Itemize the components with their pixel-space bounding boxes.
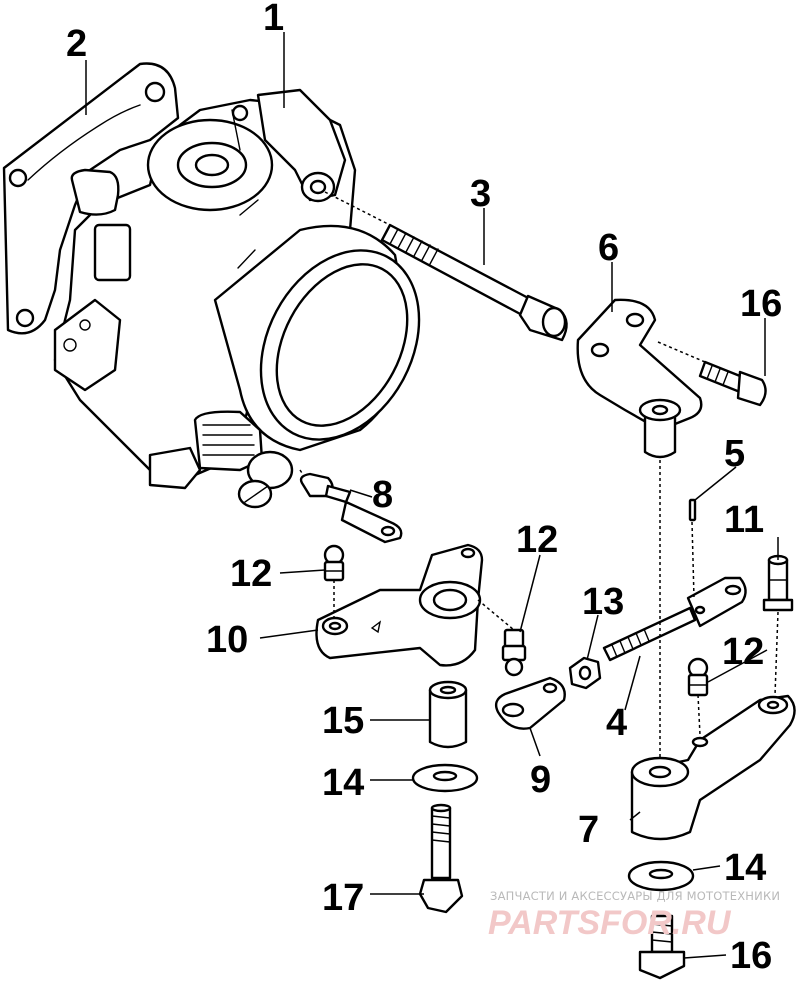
callout-12-middle: 12 [516, 519, 558, 561]
callout-labels: 1 2 3 6 16 5 8 12 12 10 13 4 12 11 15 14… [66, 0, 782, 977]
part-16-bolt-upper [657, 341, 767, 407]
callout-6: 6 [598, 227, 619, 269]
watermark-logo: PARTSFOR.RU [488, 904, 732, 942]
callout-12-left: 12 [230, 553, 272, 595]
part-14-washer-left [411, 763, 479, 793]
part-6-bracket [576, 298, 703, 459]
part-4-threaded-rod [602, 576, 747, 662]
part-12-ball-joint-middle [477, 599, 527, 677]
callout-15: 15 [322, 700, 364, 742]
callout-1: 1 [263, 0, 284, 39]
part-16-bolt-lower [638, 914, 686, 980]
part-5-pin [688, 498, 697, 599]
part-12-ball-joint-left [323, 544, 345, 618]
part-10-lever [315, 543, 484, 667]
callout-17: 17 [322, 877, 364, 919]
part-11-pivot-stud [762, 554, 794, 696]
watermark: ЗАПЧАСТИ И АКСЕССУАРЫ ДЛЯ МОТОТЕХНИКИ PA… [488, 889, 780, 942]
part-14-washer-right [627, 860, 695, 892]
callout-14-left: 14 [322, 762, 364, 804]
callout-8: 8 [372, 474, 393, 516]
callout-3: 3 [470, 173, 491, 215]
idle-adjust-screw [237, 450, 294, 509]
callout-11: 11 [724, 499, 764, 541]
watermark-tagline: ЗАПЧАСТИ И АКСЕССУАРЫ ДЛЯ МОТОТЕХНИКИ [490, 889, 780, 903]
callout-5: 5 [724, 433, 745, 475]
callout-16-upper: 16 [740, 283, 782, 325]
part-13-nut [568, 656, 602, 690]
part-1-throttle-body [53, 88, 421, 509]
part-12-ball-joint-right [687, 657, 709, 736]
part-15-spacer [428, 680, 468, 749]
callout-9: 9 [530, 759, 551, 801]
callout-4: 4 [606, 702, 627, 744]
part-3-long-bolt [324, 191, 568, 342]
callout-13: 13 [582, 581, 624, 623]
callout-14-right: 14 [724, 847, 766, 889]
callout-2: 2 [66, 23, 87, 65]
part-7-lever [630, 460, 796, 841]
callout-16-lower: 16 [730, 935, 772, 977]
callout-7: 7 [578, 809, 599, 851]
callout-12-right: 12 [722, 631, 764, 673]
callout-10: 10 [206, 619, 248, 661]
part-17-bolt [418, 803, 464, 914]
part-9-rod-end [494, 676, 566, 730]
part-8-link-rod [299, 469, 403, 544]
leader-lines [85, 32, 779, 959]
